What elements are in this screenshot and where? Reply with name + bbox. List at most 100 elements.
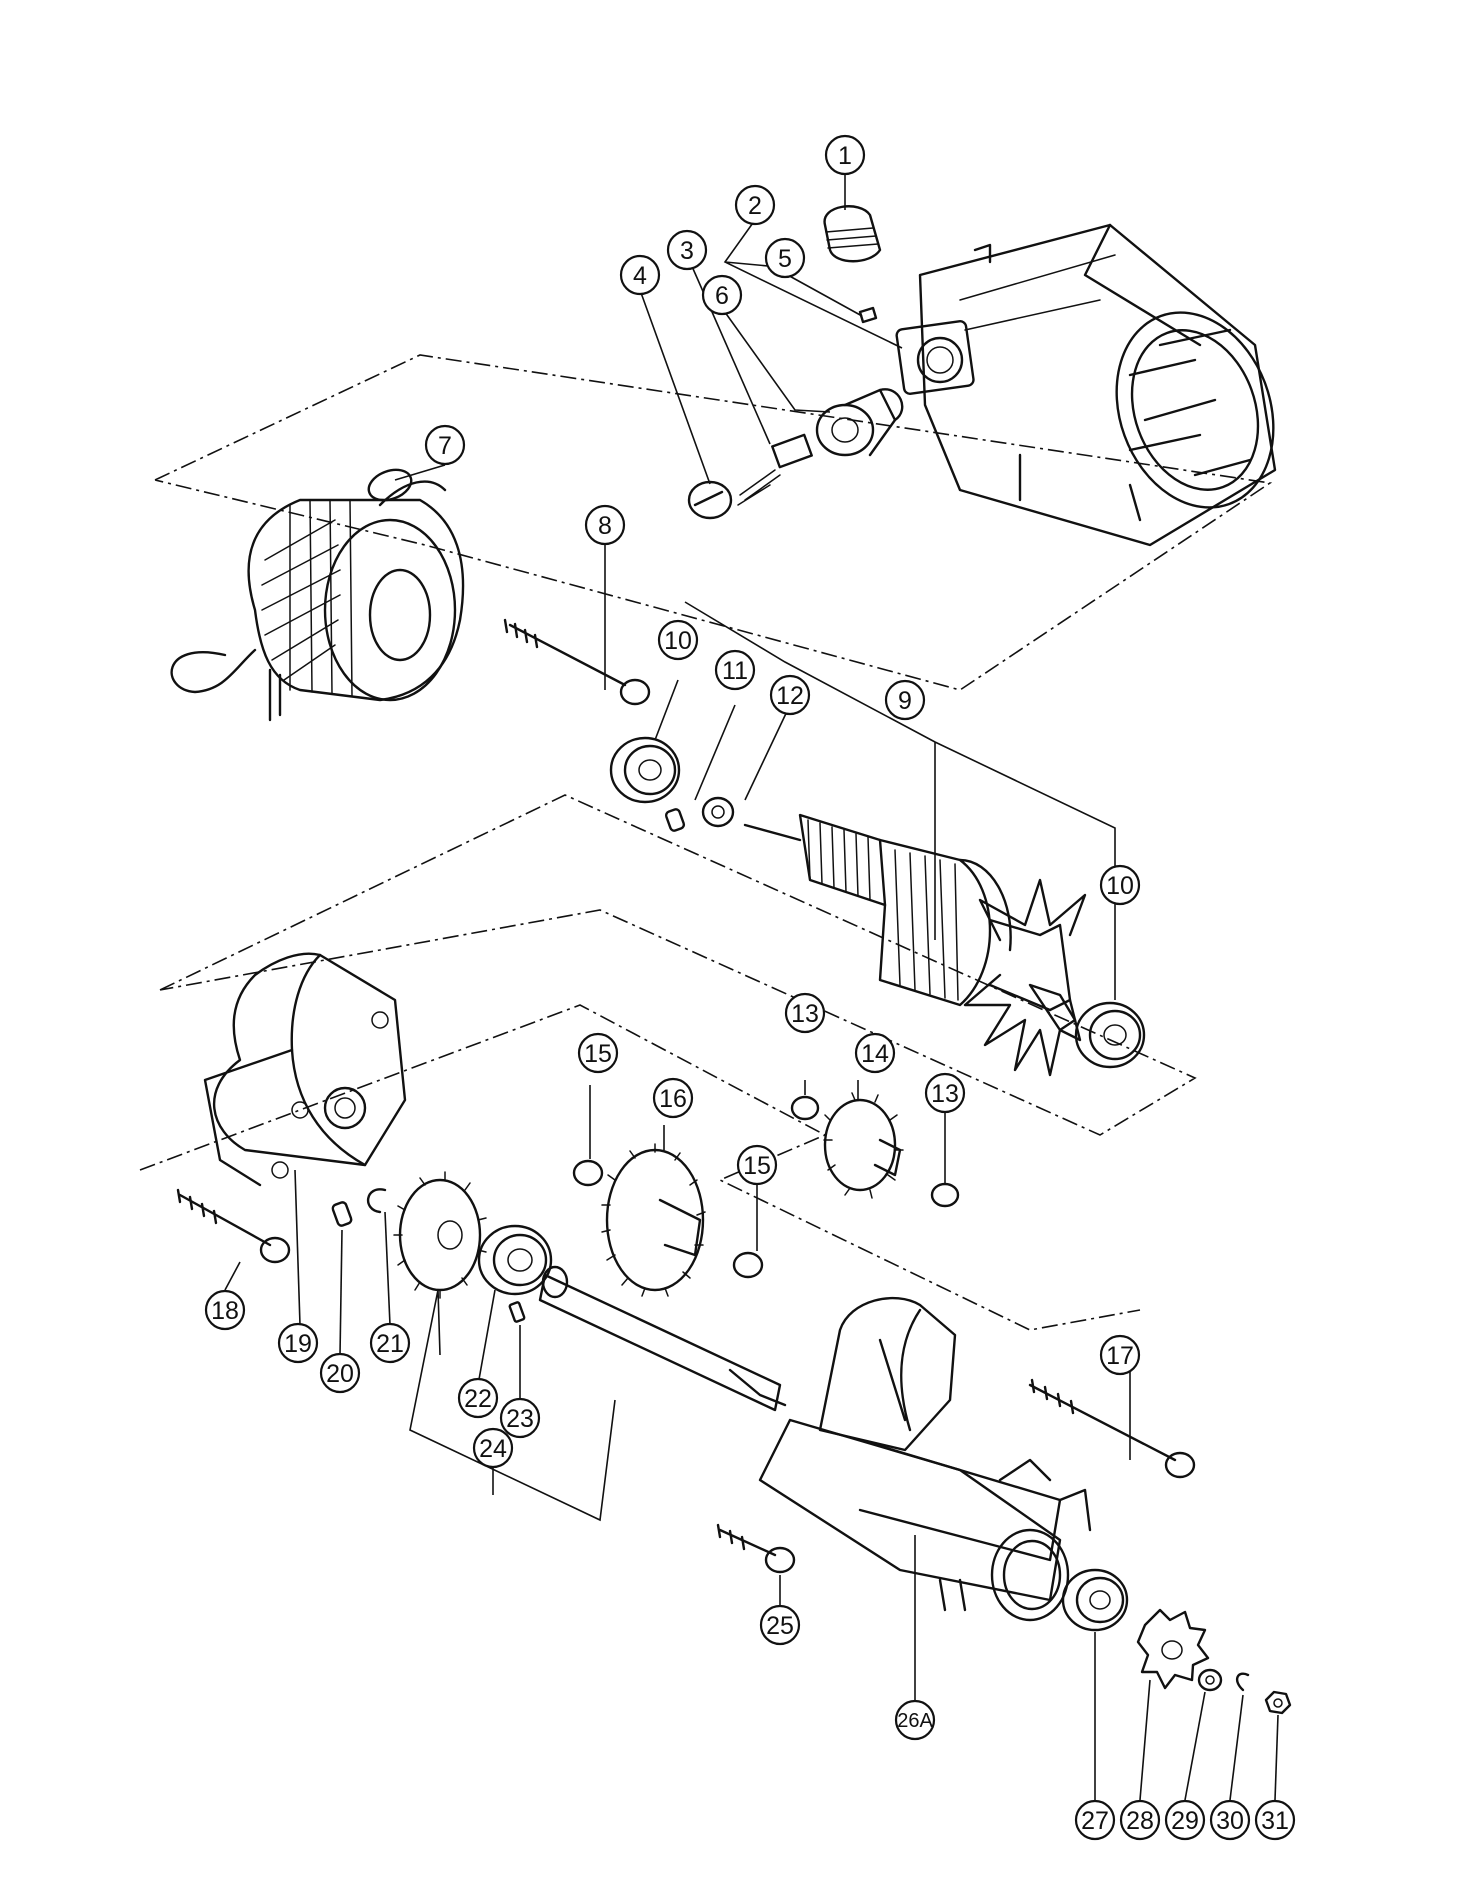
svg-text:19: 19 [284, 1330, 312, 1358]
svg-text:11: 11 [722, 657, 748, 685]
callout-5: 5 [764, 237, 806, 279]
callout-3: 3 [666, 229, 708, 271]
callout-13-top: 13 [784, 992, 826, 1034]
retaining-ring [367, 1188, 387, 1214]
svg-text:17: 17 [1106, 1342, 1134, 1370]
callout-15-right: 15 [736, 1144, 778, 1186]
svg-text:29: 29 [1171, 1807, 1199, 1835]
output-bearing [1061, 1568, 1129, 1632]
callout-8: 8 [584, 504, 626, 546]
callout-16: 16 [652, 1077, 694, 1119]
callout-22: 22 [457, 1377, 499, 1419]
armature-washer [701, 796, 735, 828]
armature-rotor [743, 813, 1087, 1077]
svg-text:20: 20 [326, 1360, 354, 1388]
leader-lines [224, 170, 1279, 1801]
callout-10-rear: 10 [1099, 864, 1141, 906]
svg-text:10: 10 [664, 627, 692, 655]
callout-6: 6 [701, 274, 743, 316]
spindle-key [508, 1301, 526, 1323]
callout-31: 31 [1254, 1799, 1296, 1841]
needle-bearing-top [790, 1095, 820, 1121]
svg-text:22: 22 [464, 1385, 492, 1413]
svg-text:1: 1 [838, 142, 852, 170]
svg-text:10: 10 [1106, 872, 1134, 900]
spindle-gear [393, 1171, 487, 1299]
callout-2: 2 [734, 184, 776, 226]
gear-cover-screw [176, 1188, 291, 1264]
callout-11: 11 [714, 649, 756, 691]
svg-text:25: 25 [766, 1612, 794, 1640]
svg-text:27: 27 [1081, 1807, 1109, 1835]
svg-text:26A: 26A [897, 1710, 933, 1732]
svg-text:8: 8 [598, 512, 612, 540]
carbon-brush [737, 433, 813, 506]
svg-text:15: 15 [584, 1040, 612, 1068]
svg-text:21: 21 [376, 1330, 404, 1358]
callout-17: 17 [1099, 1334, 1141, 1376]
brush-holder-sleeve [815, 388, 904, 457]
svg-text:18: 18 [211, 1297, 239, 1325]
callout-27: 27 [1074, 1799, 1116, 1841]
callout-18: 18 [204, 1289, 246, 1331]
gear-housing-screw-lower [716, 1523, 796, 1574]
svg-text:31: 31 [1261, 1807, 1289, 1835]
armature-pin [664, 808, 686, 832]
callout-25: 25 [759, 1604, 801, 1646]
needle-bearing-bottom [930, 1182, 960, 1208]
callout-4: 4 [619, 254, 661, 296]
callout-30: 30 [1209, 1799, 1251, 1841]
spindle-bearing [477, 1224, 553, 1296]
spindle-shaft [538, 1265, 787, 1412]
ball-bearing-rear [1074, 1001, 1146, 1069]
svg-text:12: 12 [776, 682, 804, 710]
callout-13-bottom: 13 [924, 1072, 966, 1114]
needle-bearing-right [732, 1251, 764, 1279]
svg-text:15: 15 [743, 1152, 771, 1180]
intermediate-gear [823, 1092, 904, 1199]
motor-housing [895, 223, 1277, 547]
callout-23: 23 [499, 1397, 541, 1439]
output-lock-washer [1235, 1672, 1250, 1692]
svg-text:30: 30 [1216, 1807, 1244, 1835]
stator-field-coil [170, 468, 465, 722]
callout-28: 28 [1119, 1799, 1161, 1841]
brush-holder-cap [823, 205, 882, 263]
callout-14: 14 [854, 1032, 896, 1074]
needle-bearing-left [572, 1159, 604, 1187]
svg-text:9: 9 [898, 687, 912, 715]
ball-bearing-front [609, 736, 681, 804]
svg-text:16: 16 [659, 1085, 687, 1113]
callout-1: 1 [824, 134, 866, 176]
callout-20: 20 [319, 1352, 361, 1394]
pin [331, 1201, 353, 1227]
svg-text:6: 6 [715, 282, 729, 310]
gear-cover [203, 952, 407, 1187]
gear-housing [758, 1297, 1092, 1622]
callout-15-left: 15 [577, 1032, 619, 1074]
svg-text:5: 5 [778, 245, 792, 273]
svg-text:14: 14 [861, 1040, 889, 1068]
brush-holder-screw [858, 306, 878, 324]
svg-text:3: 3 [680, 237, 694, 265]
gear-housing-screw-upper [1028, 1378, 1196, 1479]
stator-screw-long [503, 618, 651, 706]
svg-text:13: 13 [931, 1080, 959, 1108]
callout-19: 19 [277, 1322, 319, 1364]
brush-cap [687, 480, 733, 520]
callout-24: 24 [472, 1427, 514, 1469]
svg-text:4: 4 [633, 262, 647, 290]
output-nut [1264, 1690, 1292, 1715]
callout-10-front: 10 [657, 619, 699, 661]
callout-29: 29 [1164, 1799, 1206, 1841]
callout-21: 21 [369, 1322, 411, 1364]
svg-text:24: 24 [479, 1435, 507, 1463]
svg-text:23: 23 [506, 1405, 534, 1433]
callout-12: 12 [769, 674, 811, 716]
callout-26A: 26A [894, 1699, 936, 1741]
drive-gear-large [601, 1143, 706, 1297]
sprocket [1136, 1608, 1210, 1690]
callout-9: 9 [884, 679, 926, 721]
callout-7: 7 [424, 424, 466, 466]
